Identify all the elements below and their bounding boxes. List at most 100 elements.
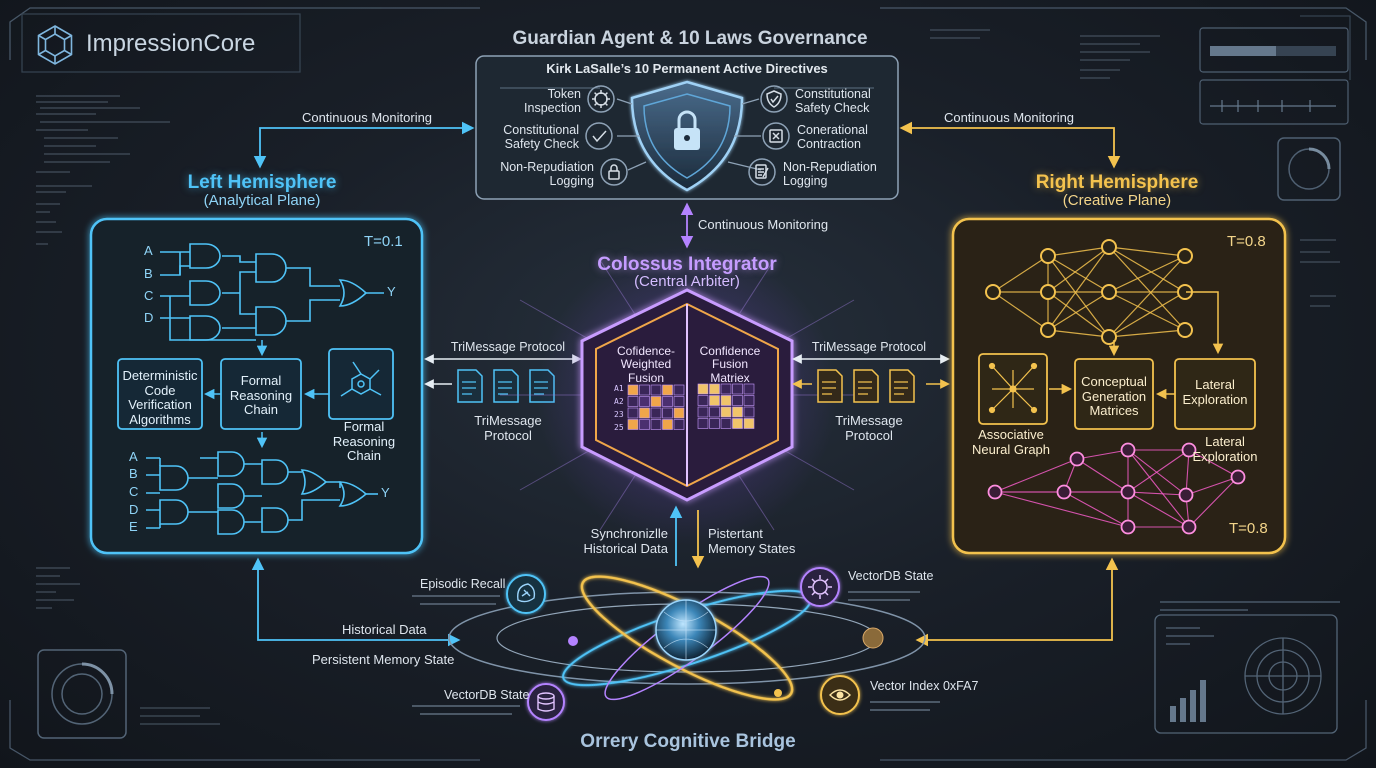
persistent-memory-state-label: Persistent Memory State — [312, 652, 455, 667]
network-edge — [1047, 291, 1110, 331]
fusion-cell — [709, 406, 720, 418]
fusion-grid-left — [627, 384, 685, 430]
fusion-cell — [650, 419, 662, 430]
network-edge — [1076, 458, 1129, 493]
left-temperature: T=0.1 — [364, 233, 403, 250]
gate2-input-c: C — [129, 484, 139, 499]
gate-input-d: D — [144, 310, 154, 325]
network-edge — [1047, 246, 1110, 331]
shield-check-icon — [760, 85, 788, 113]
fusion-cell — [673, 407, 685, 419]
network-edge — [1108, 291, 1186, 331]
guardian-connectors — [616, 98, 762, 171]
guardian-subtitle: Kirk LaSalle’s 10 Permanent Active Direc… — [546, 61, 828, 76]
monitoring-arrows — [253, 121, 1121, 249]
right-data-stream — [930, 29, 1340, 307]
network-node — [1101, 239, 1117, 255]
network-edge — [992, 255, 1049, 293]
logic-gates-bottom — [146, 451, 378, 535]
sync-historical-label: Synchronizlle Historical Data — [583, 526, 668, 556]
monitoring-left-label: Continuous Monitoring — [301, 110, 433, 125]
network-edge — [1076, 449, 1129, 460]
fusion-row-1: A1 — [614, 384, 624, 393]
orrery-caption-lines — [412, 591, 940, 715]
gate-output-bottom: Y — [381, 485, 390, 500]
gate2-input-a: A — [129, 449, 138, 464]
network-node — [1101, 284, 1117, 300]
hud-frame — [9, 7, 1367, 761]
fusion-cell — [662, 419, 673, 430]
network-edge — [1127, 449, 1190, 528]
lateral-exploration-caption: Lateral Exploration — [1192, 434, 1258, 464]
persistent-memory-label: Pistertant Memory States — [708, 526, 796, 556]
network-node — [1120, 484, 1136, 500]
network-edge — [1185, 449, 1190, 496]
gate-input-c: C — [144, 288, 154, 303]
network-edge — [992, 291, 1049, 331]
memory-links — [251, 505, 1119, 647]
fusion-right-label: Confidence Fusion Matriex — [699, 344, 761, 385]
monitoring-center-label: Continuous Monitoring — [698, 217, 829, 232]
gate2-input-d: D — [129, 502, 139, 517]
code-verification-box: Deterministic Code Verification Algorith… — [122, 368, 198, 427]
network-node — [1056, 484, 1072, 500]
network-edge — [1108, 255, 1186, 338]
fusion-cell — [662, 407, 673, 419]
fusion-cell — [743, 383, 755, 395]
network-edge — [1047, 255, 1110, 338]
fusion-cell — [627, 396, 639, 407]
directive-logging-left: Non-Repudiation Logging — [500, 160, 594, 188]
fusion-cell — [709, 418, 720, 429]
right-temperature-bottom: T=0.8 — [1229, 520, 1268, 537]
guardian-title: Guardian Agent & 10 Laws Governance — [512, 28, 868, 49]
gate2-input-e: E — [129, 519, 138, 534]
network-edge — [994, 491, 1129, 528]
episodic-recall-icon — [506, 574, 546, 614]
fusion-cell — [650, 396, 662, 407]
integrator-title: Colossus Integrator — [597, 254, 777, 275]
trimessage-right — [792, 354, 950, 403]
orrery-bridge — [448, 575, 926, 701]
fusion-cell — [627, 384, 639, 396]
fusion-cell — [662, 384, 673, 396]
directive-logging-right: Non-Repudiation Logging — [783, 160, 877, 188]
fusion-cell — [673, 396, 685, 407]
document-pen-icon — [748, 158, 776, 186]
network-node — [985, 284, 1001, 300]
gear-icon — [587, 85, 615, 113]
gate-input-a: A — [144, 243, 153, 258]
top-right-widgets — [1199, 27, 1349, 125]
network-node — [1177, 322, 1193, 338]
right-hemisphere-subtitle: (Creative Plane) — [1062, 192, 1172, 209]
fusion-cell — [697, 418, 709, 429]
network-edge — [1047, 246, 1110, 293]
right-temperature-top: T=0.8 — [1227, 233, 1266, 250]
fusion-cell — [639, 396, 650, 407]
fusion-cell — [673, 384, 685, 396]
network-node — [1181, 442, 1197, 458]
orrery-title: Orrery Cognitive Bridge — [580, 731, 796, 752]
network-node — [1040, 322, 1056, 338]
network-edge — [1047, 246, 1110, 257]
right-gauge — [1277, 137, 1341, 201]
gate-input-b: B — [144, 266, 153, 281]
fusion-row-2: A2 — [614, 397, 624, 406]
fusion-cell — [732, 406, 743, 418]
lock-icon — [600, 158, 628, 186]
network-edge — [1108, 246, 1186, 257]
network-edge — [1108, 246, 1186, 331]
fusion-row-4: 25 — [614, 423, 624, 432]
network-edge — [1047, 329, 1110, 338]
fusion-cell — [732, 395, 743, 406]
network-node — [1230, 469, 1246, 485]
fusion-cell — [720, 383, 732, 395]
integrator-subtitle: (Central Arbiter) — [634, 273, 740, 290]
network-edge — [1047, 291, 1110, 338]
bottom-left-radar — [37, 649, 127, 739]
fusion-cell — [743, 395, 755, 406]
network-node — [1040, 248, 1056, 264]
fusion-cell — [709, 383, 720, 395]
fusion-grid-right — [697, 383, 755, 429]
network-edge — [994, 458, 1078, 493]
